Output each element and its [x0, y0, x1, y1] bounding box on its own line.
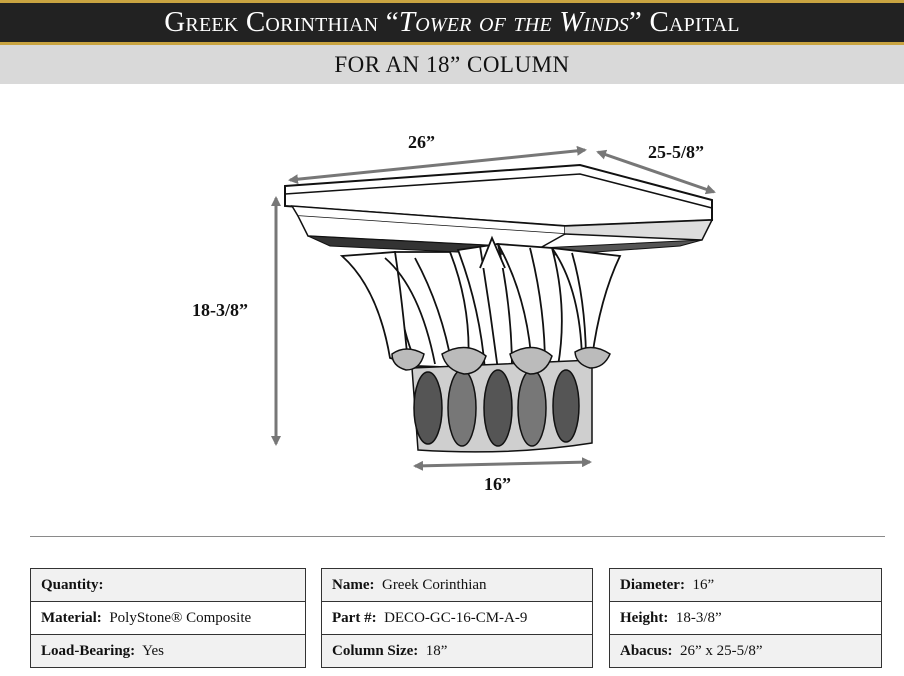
quantity-label: Quantity:: [41, 576, 104, 593]
spec-row-quantity: Quantity:: [30, 568, 306, 602]
title-part-1: Greek Corinthian “: [164, 6, 399, 38]
spec-table-right: Diameter: 16” Height: 18-3/8” Abacus: 26…: [609, 568, 882, 668]
page-subtitle: FOR AN 18” COLUMN: [0, 45, 904, 84]
load-bearing-value: Yes: [142, 642, 164, 659]
gold-accent-line-bottom: [0, 42, 904, 45]
page-title: Greek Corinthian “Tower of the Winds” Ca…: [0, 3, 904, 42]
spec-row-abacus: Abacus: 26” x 25-5/8”: [609, 634, 882, 668]
spec-row-load-bearing: Load-Bearing: Yes: [30, 634, 306, 668]
spec-row-material: Material: PolyStone® Composite: [30, 601, 306, 635]
subtitle-text: FOR AN 18” COLUMN: [334, 51, 570, 77]
dimension-depth-label: 25-5/8”: [648, 142, 704, 162]
material-value: PolyStone® Composite: [109, 609, 252, 626]
spec-cell-abacus: Abacus: 26” x 25-5/8”: [609, 634, 882, 668]
abacus-value: 26” x 25-5/8”: [680, 642, 763, 659]
dimension-width-label: 26”: [408, 132, 435, 152]
spec-row-height: Height: 18-3/8”: [609, 601, 882, 635]
divider-rule: [30, 536, 885, 537]
dimension-arrows: [271, 145, 716, 471]
capital-drawing: 26” 25-5/8” 18-3/8” 16”: [192, 132, 716, 494]
title-italic: Tower of the Winds: [398, 6, 629, 38]
spec-row-part: Part #: DECO-GC-16-CM-A-9: [321, 601, 593, 635]
spec-cell-material: Material: PolyStone® Composite: [30, 601, 306, 635]
column-size-value: 18”: [425, 642, 448, 659]
material-label: Material:: [41, 609, 102, 626]
name-value: Greek Corinthian: [381, 576, 487, 593]
acanthus-band: [391, 346, 611, 453]
abacus-slab: [284, 163, 714, 257]
height-value: 18-3/8”: [675, 609, 722, 626]
part-value: DECO-GC-16-CM-A-9: [384, 609, 528, 626]
spec-row-column-size: Column Size: 18”: [321, 634, 593, 668]
spec-cell-quantity: Quantity:: [30, 568, 306, 602]
dimension-base-label: 16”: [484, 474, 511, 494]
diameter-value: 16”: [692, 576, 715, 593]
part-label: Part #:: [332, 609, 377, 626]
height-label: Height:: [620, 609, 669, 626]
abacus-label: Abacus:: [620, 642, 673, 659]
spec-table-left: Quantity: Material: PolyStone® Composite…: [30, 568, 306, 668]
dimension-height-label: 18-3/8”: [192, 300, 248, 320]
gold-accent-line-top: [0, 0, 904, 3]
column-size-label: Column Size:: [332, 642, 419, 659]
name-label: Name:: [332, 576, 375, 593]
title-part-2: ” Capital: [628, 6, 740, 38]
diameter-label: Diameter:: [620, 576, 685, 593]
spec-cell-part: Part #: DECO-GC-16-CM-A-9: [321, 601, 593, 635]
spec-cell-name: Name: Greek Corinthian: [321, 568, 593, 602]
spec-cell-diameter: Diameter: 16”: [609, 568, 882, 602]
spec-row-diameter: Diameter: 16”: [609, 568, 882, 602]
spec-table-middle: Name: Greek Corinthian Part #: DECO-GC-1…: [321, 568, 593, 668]
spec-cell-height: Height: 18-3/8”: [609, 601, 882, 635]
load-bearing-label: Load-Bearing:: [41, 642, 136, 659]
spec-cell-load-bearing: Load-Bearing: Yes: [30, 634, 306, 668]
spec-cell-column-size: Column Size: 18”: [321, 634, 593, 668]
spec-row-name: Name: Greek Corinthian: [321, 568, 593, 602]
